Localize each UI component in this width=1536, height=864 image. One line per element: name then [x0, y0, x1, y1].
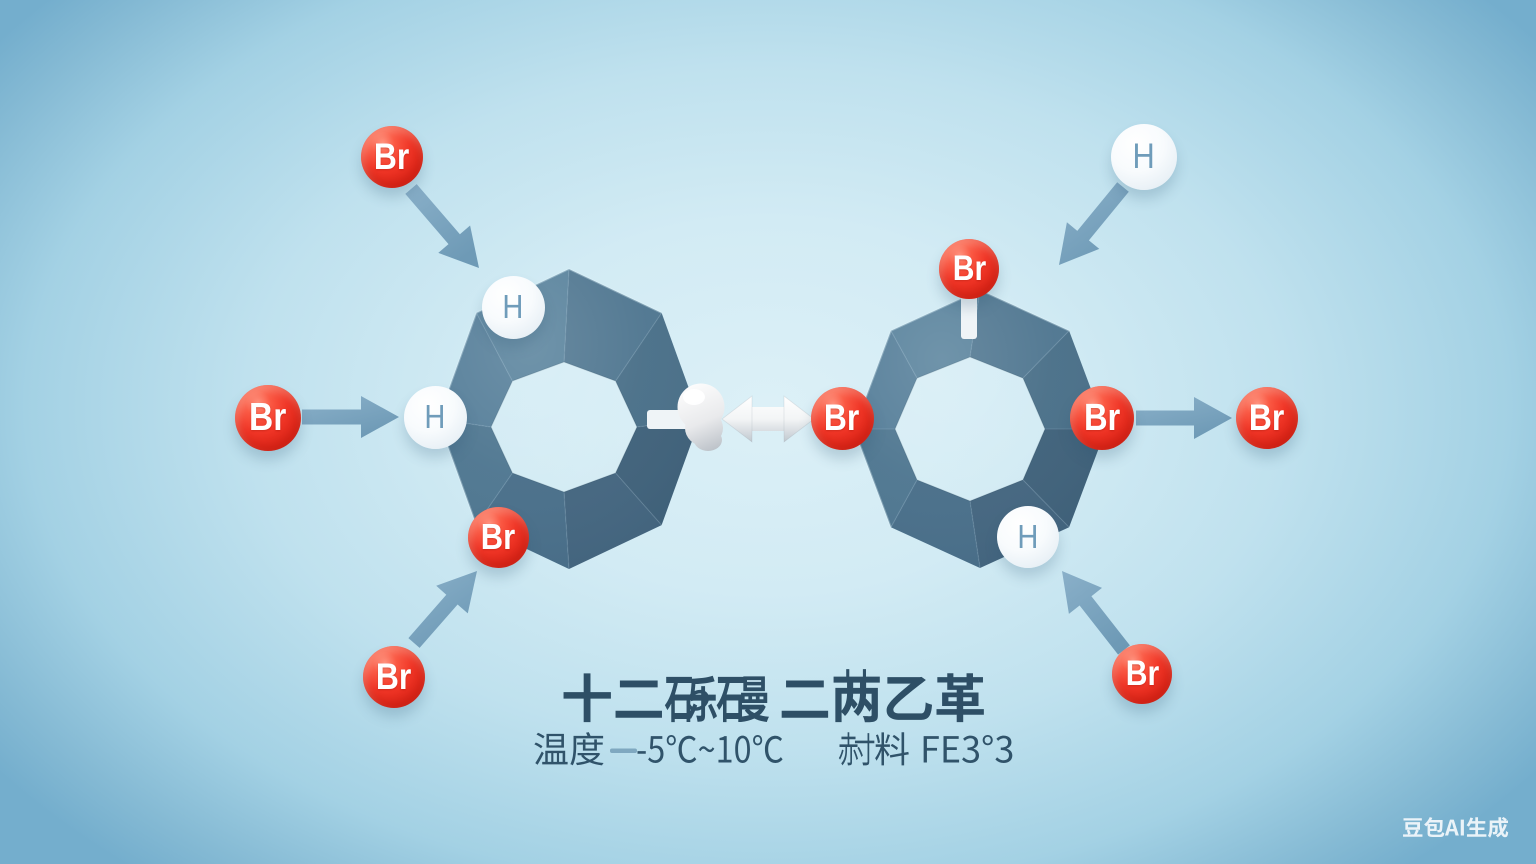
- atom-br-sphere: Br: [1070, 386, 1134, 450]
- double-arrow-right-head: [783, 395, 815, 443]
- subtitle-temperature-label: 温度: [533, 727, 607, 771]
- temperature-label-glyphs: [534, 732, 604, 766]
- atom-label: H: [1132, 137, 1156, 176]
- subtitle-temperature-value: -5℃~10℃: [636, 727, 804, 771]
- atom-label: H: [424, 398, 446, 435]
- atom-br-sphere: Br: [1112, 644, 1172, 704]
- atom-label: Br: [374, 136, 410, 177]
- knob-highlight: [683, 389, 705, 405]
- subtitle-material-value: FE3°3: [920, 727, 1020, 771]
- atom-label: Br: [249, 396, 287, 439]
- left-ring-shading: [438, 269, 700, 569]
- double-arrow-left-head: [721, 395, 753, 443]
- atom-label: Br: [824, 397, 860, 438]
- title-block: 十二砾碨 二两乙革: [561, 664, 1001, 728]
- atom-h-sphere: H: [481, 275, 545, 339]
- arrows-group: [302, 182, 1232, 655]
- knob-sphere: [677, 383, 725, 431]
- atom-label: Br: [1249, 397, 1285, 438]
- atom-label: Br: [1125, 654, 1159, 693]
- knob-base: [694, 429, 722, 451]
- atom-br-sphere: Br: [939, 239, 999, 299]
- right-ring-shading: [854, 290, 1106, 568]
- atom-br-sphere: Br: [810, 386, 874, 450]
- double-headed-arrow: [721, 395, 815, 443]
- atom-br-sphere: Br: [363, 646, 425, 708]
- atom-br-sphere: Br: [361, 126, 423, 188]
- arrow-a-topleft: [405, 184, 479, 268]
- material-value-glyphs: [923, 734, 1013, 763]
- watermark-glyphs: [1403, 817, 1509, 838]
- temperature-value-glyphs: [637, 735, 783, 763]
- double-arrow-shaft: [750, 407, 786, 431]
- title-glyphs: [563, 669, 984, 723]
- temperature-dash-glyphs: [610, 748, 637, 753]
- arrow-d-topright: [1059, 182, 1129, 265]
- arrow-c-bottomleft: [408, 571, 477, 648]
- atom-h-sphere: H: [997, 506, 1059, 568]
- atom-label: H: [1017, 518, 1039, 555]
- atom-br-sphere: Br: [1236, 387, 1298, 449]
- atom-label: Br: [376, 656, 412, 697]
- atom-h-sphere: H: [1111, 124, 1177, 190]
- atom-label: Br: [480, 516, 516, 557]
- subtitle-material-label: 材料: [838, 727, 912, 771]
- material-label-glyphs: [838, 732, 909, 766]
- bond-stub-right-ring: [961, 295, 977, 339]
- white-knob: [677, 383, 725, 451]
- atom-h-sphere: H: [403, 385, 467, 449]
- subtitle-temperature-dash: —: [610, 741, 638, 753]
- arrow-f-bottomright: [1062, 571, 1130, 655]
- arrow-b-left: [302, 396, 399, 438]
- atom-label: Br: [952, 249, 986, 288]
- watermark: 豆包AI生成: [1402, 813, 1512, 843]
- atom-br-sphere: Br: [235, 385, 301, 451]
- atom-br-sphere: Br: [467, 506, 529, 568]
- atom-label: Br: [1083, 396, 1121, 439]
- arrow-e-right: [1136, 397, 1232, 439]
- atom-label: H: [502, 288, 524, 325]
